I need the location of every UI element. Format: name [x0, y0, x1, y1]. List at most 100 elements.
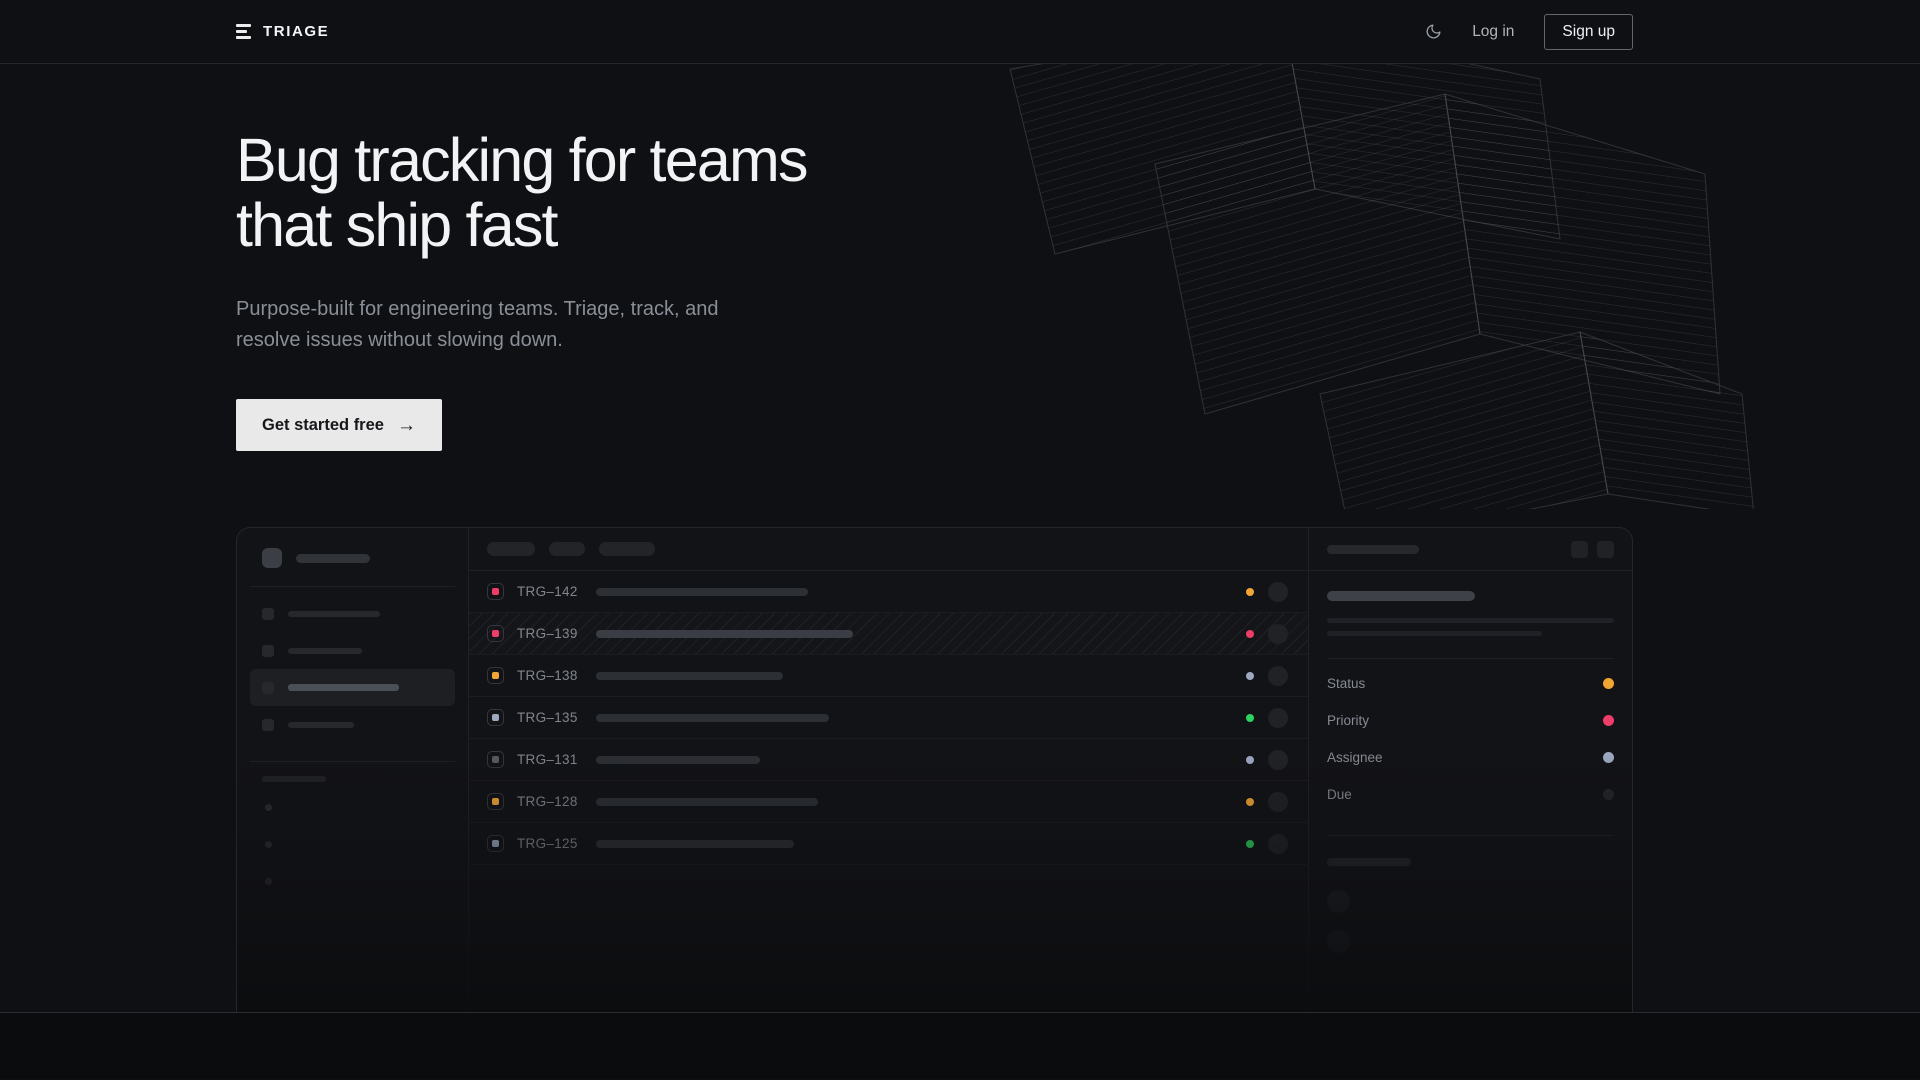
- skeleton-bar: [599, 542, 655, 556]
- issue-row[interactable]: TRG–131: [469, 739, 1308, 781]
- panel-button-icon: [1597, 540, 1614, 558]
- skeleton-bar: [288, 721, 354, 728]
- hero-subtitle: Purpose-built for engineering teams. Tri…: [236, 298, 719, 351]
- skeleton-bar: [595, 755, 760, 764]
- issue-row[interactable]: TRG–125: [469, 823, 1308, 865]
- issue-type-color: [492, 756, 499, 763]
- property-value-dot: [1603, 752, 1614, 763]
- property-row: Status: [1327, 665, 1614, 702]
- detail-activity-avatars: [1327, 890, 1614, 953]
- issue-type-color: [492, 840, 499, 847]
- detail-header-buttons: [1571, 540, 1614, 558]
- property-label: Status: [1327, 676, 1366, 691]
- issue-id: TRG–125: [517, 836, 578, 851]
- skeleton-bar: [1327, 591, 1475, 601]
- hero-title: Bug tracking for teams that ship fast: [236, 126, 808, 259]
- nav-item-icon: [262, 607, 274, 620]
- property-label: Priority: [1327, 713, 1370, 728]
- hero-copy: Bug tracking for teams that ship fast Pu…: [236, 126, 808, 451]
- skeleton-bar: [595, 713, 829, 722]
- issue-type-color: [492, 672, 499, 679]
- property-value-dot: [1603, 715, 1614, 726]
- login-link[interactable]: Log in: [1472, 22, 1515, 40]
- status-dot: [1246, 755, 1254, 764]
- divider: [250, 761, 455, 762]
- issue-type-color: [492, 798, 499, 805]
- brand-logo[interactable]: TRIAGE: [236, 23, 329, 40]
- issue-id: TRG–138: [517, 668, 578, 683]
- theme-toggle-moon-icon[interactable]: [1425, 23, 1442, 40]
- avatar: [1327, 890, 1350, 913]
- nav-item-icon: [262, 681, 274, 694]
- avatar: [1268, 833, 1288, 854]
- issue-row[interactable]: TRG–139: [469, 613, 1308, 655]
- brand-name: TRIAGE: [263, 23, 330, 40]
- status-dot: [1246, 671, 1254, 680]
- avatar: [1327, 930, 1350, 953]
- hero-section: Bug tracking for teams that ship fast Pu…: [0, 64, 1920, 1013]
- status-dot: [1246, 713, 1254, 722]
- sidebar-item: [250, 632, 455, 669]
- skeleton-bar: [1327, 618, 1614, 623]
- issue-type-icon: [487, 751, 504, 768]
- issue-type-icon: [487, 835, 504, 852]
- avatar: [1268, 581, 1288, 602]
- nav-item-icon: [262, 644, 274, 657]
- status-dot: [1246, 587, 1254, 596]
- skeleton-bar: [595, 629, 853, 638]
- triage-logo-icon: [236, 24, 252, 39]
- issue-type-icon: [487, 583, 504, 600]
- skeleton-bar: [288, 610, 380, 617]
- issue-type-color: [492, 588, 499, 595]
- avatar: [1268, 707, 1288, 728]
- issue-type-color: [492, 714, 499, 721]
- skeleton-bar: [296, 553, 370, 563]
- skeleton-bar: [288, 647, 362, 654]
- skeleton-bar: [1327, 631, 1543, 636]
- skeleton-bar: [595, 797, 818, 806]
- issue-id: TRG–139: [517, 626, 578, 641]
- skeleton-bar: [1327, 544, 1419, 554]
- skeleton-bar: [262, 776, 326, 782]
- property-value-dot: [1603, 789, 1614, 800]
- sidebar-nav-items: [250, 595, 455, 743]
- property-label: Assignee: [1327, 750, 1383, 765]
- property-row: Due: [1327, 776, 1614, 813]
- issue-id: TRG–128: [517, 794, 578, 809]
- issue-type-color: [492, 630, 499, 637]
- property-row: Assignee: [1327, 739, 1614, 776]
- nav-actions: Log in Sign up: [1425, 13, 1633, 50]
- arrow-right-icon: →: [396, 414, 416, 436]
- panel-button-icon: [1571, 540, 1588, 558]
- issue-row[interactable]: TRG–138: [469, 655, 1308, 697]
- divider: [250, 586, 455, 587]
- signup-button[interactable]: Sign up: [1544, 13, 1633, 50]
- issue-type-icon: [487, 793, 504, 810]
- skeleton-bar: [487, 542, 535, 556]
- skeleton-bar: [595, 671, 783, 680]
- status-dot: [1246, 629, 1254, 638]
- avatar: [1268, 623, 1288, 644]
- detail-header: [1309, 528, 1632, 571]
- property-row: Priority: [1327, 702, 1614, 739]
- skeleton-bar: [595, 839, 794, 848]
- property-label: Due: [1327, 787, 1352, 802]
- sidebar-item: [250, 706, 455, 743]
- sidebar-item-active: [250, 669, 455, 706]
- divider: [1327, 658, 1614, 659]
- issue-row[interactable]: TRG–142: [469, 571, 1308, 613]
- skeleton-bar: [549, 542, 585, 556]
- list-filter-header: [469, 528, 1308, 571]
- issue-row[interactable]: TRG–135: [469, 697, 1308, 739]
- wireframe-decoration: [1009, 64, 1754, 509]
- top-nav: TRIAGE Log in Sign up: [0, 0, 1920, 64]
- workspace-switcher: [250, 548, 455, 568]
- get-started-button[interactable]: Get started free →: [236, 399, 442, 451]
- issue-row[interactable]: TRG–128: [469, 781, 1308, 823]
- skeleton-bar: [288, 684, 399, 691]
